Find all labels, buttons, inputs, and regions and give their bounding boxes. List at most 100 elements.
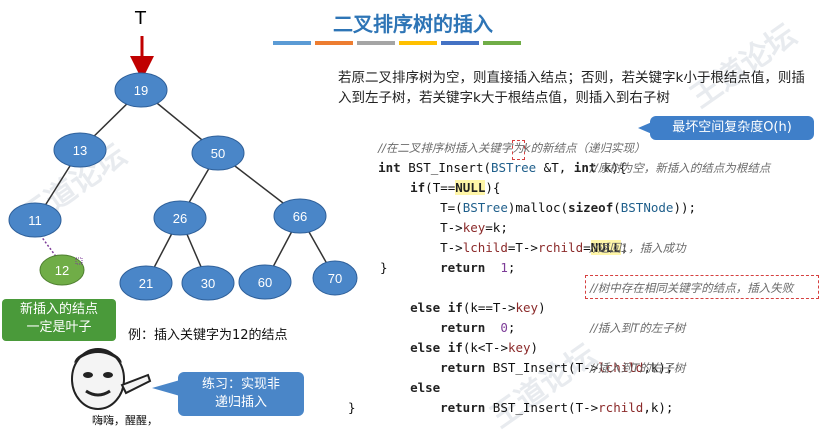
- code-type: BSTree: [462, 200, 508, 215]
- tree-node-12-new: 12: [39, 254, 85, 286]
- code-keyword: if: [410, 180, 426, 195]
- note-line: 一定是叶子: [26, 320, 92, 335]
- code-line-11: else if(k<T->key): [380, 318, 538, 355]
- example-text: 例：插入关键字为12的结点: [128, 328, 288, 343]
- code-text: ,k);: [643, 360, 674, 375]
- code-text: ){: [485, 180, 501, 195]
- code-line-3: if(T==NULL){: [380, 158, 500, 195]
- code-field: key: [507, 340, 531, 355]
- code-text: T,: [551, 160, 574, 175]
- code-text: ,k);: [643, 400, 674, 415]
- code-keyword: return: [440, 260, 486, 275]
- badge-pointer: [638, 122, 652, 134]
- node-label: 12: [55, 263, 69, 278]
- code-comment: //返回1，插入成功: [590, 241, 686, 255]
- code-field: lchild: [598, 360, 644, 375]
- code-number: 1: [500, 260, 508, 275]
- intro-text: 若原二叉排序树为空，则直接插入结点；否则，若关键字k小于根结点值，则插入到左子树…: [338, 70, 805, 106]
- tree-node-26: 26: [153, 200, 207, 236]
- code-text: (k==T->: [462, 300, 516, 315]
- title-color-bar: [273, 41, 311, 45]
- code-keyword: else: [410, 300, 441, 315]
- tree-node-19: 19: [114, 72, 168, 108]
- code-text: ;: [507, 320, 516, 335]
- code-text: (: [613, 200, 621, 215]
- slide-title: 二叉排序树的插入: [333, 12, 493, 36]
- meme-face-image: [71, 348, 152, 410]
- code-text: ));: [673, 200, 697, 215]
- code-text: ;: [507, 260, 516, 275]
- note-line: 新插入的结点: [19, 302, 98, 317]
- code-line-7: return 1;: [410, 238, 515, 275]
- note-line: 递归插入: [214, 395, 267, 410]
- code-text: T->: [440, 240, 463, 255]
- tree-node-30: 30: [181, 265, 235, 301]
- code-text: =k;: [485, 220, 508, 235]
- tree-node-13: 13: [53, 132, 107, 168]
- tree-node-60: 60: [238, 264, 292, 300]
- title-color-bar: [315, 41, 353, 45]
- code-line-9: else if(k==T->key): [380, 278, 546, 315]
- note-line: 练习：实现非: [201, 377, 280, 392]
- code-keyword: else: [410, 340, 441, 355]
- code-text: =: [583, 240, 591, 255]
- tree-node-66: 66: [273, 198, 327, 234]
- code-text: BST_Insert(: [400, 160, 491, 175]
- callout-pointer: [152, 380, 180, 396]
- code-field: rchild: [598, 400, 644, 415]
- code-ampersand: &: [536, 160, 552, 175]
- complexity-badge: 最坏空间复杂度O(h): [650, 116, 814, 140]
- code-text: ;: [620, 240, 629, 255]
- code-text: ): [530, 340, 539, 355]
- code-keyword: int: [573, 160, 597, 175]
- title-color-bar: [441, 41, 479, 45]
- title-color-bar: [483, 41, 521, 45]
- code-text: T->: [440, 220, 463, 235]
- practice-note: 练习：实现非 递归插入: [178, 372, 304, 416]
- new-leaf-note: 新插入的结点 一定是叶子: [2, 299, 116, 341]
- tree-node-11: 11: [8, 202, 62, 238]
- code-line-2: int BST_Insert(BSTree &T, int k){: [348, 138, 626, 175]
- code-line-5: T->key=k;: [410, 198, 508, 235]
- code-text: T=(: [440, 200, 463, 215]
- code-field: lchild: [462, 240, 508, 255]
- meme-caption: 嗨嗨，醒醒，: [92, 414, 158, 427]
- code-text: )malloc(: [507, 200, 569, 215]
- node-label: 21: [139, 276, 153, 291]
- code-field: key: [462, 220, 486, 235]
- code-line-1: //在二叉排序树插入关键字为k的新结点（递归实现）: [348, 118, 645, 155]
- code-comment: //插入到T的左子树: [590, 321, 686, 335]
- code-keyword: else: [410, 380, 441, 395]
- tree-node-50: 50: [191, 135, 245, 171]
- node-label: 50: [211, 146, 225, 161]
- code-line-13: else: [380, 358, 440, 395]
- node-label: 26: [173, 211, 187, 226]
- code-text: (T==: [425, 180, 456, 195]
- code-field: key: [515, 300, 539, 315]
- code-text: BST_Insert(T->: [485, 400, 599, 415]
- code-text: ): [538, 300, 546, 315]
- code-keyword: return: [440, 320, 486, 335]
- code-line-4: T=(BSTree)malloc(sizeof(BSTNode));: [410, 178, 696, 215]
- node-label: 66: [293, 209, 307, 224]
- code-keyword: if: [447, 340, 463, 355]
- code-text: (k<T->: [462, 340, 508, 355]
- node-label: 13: [73, 143, 87, 158]
- code-keyword: int: [378, 160, 401, 175]
- duplicate-key-highlight-box: [585, 275, 819, 299]
- code-comment: //树中存在相同关键字的结点，插入失败: [590, 281, 794, 295]
- title-color-bar: [357, 41, 395, 45]
- node-label: 70: [328, 271, 342, 286]
- code-text: BST_Insert(T->: [485, 360, 599, 375]
- node-label: 11: [28, 213, 42, 228]
- code-line-12: return BST_Insert(T->lchild,k);: [410, 338, 673, 375]
- code-keyword: return: [440, 360, 486, 375]
- tree-node-70: 70: [312, 260, 358, 296]
- code-comment: //插入到T的右子树: [590, 361, 686, 375]
- code-line-8: }: [380, 260, 388, 275]
- code-keyword: NULL: [455, 180, 486, 195]
- title-color-bar: [399, 41, 437, 45]
- code-line-6: T->lchild=T->rchild=NULL;: [410, 218, 628, 255]
- code-line-10: return 0;: [410, 298, 515, 335]
- code-line-14: return BST_Insert(T->rchild,k);: [410, 378, 673, 415]
